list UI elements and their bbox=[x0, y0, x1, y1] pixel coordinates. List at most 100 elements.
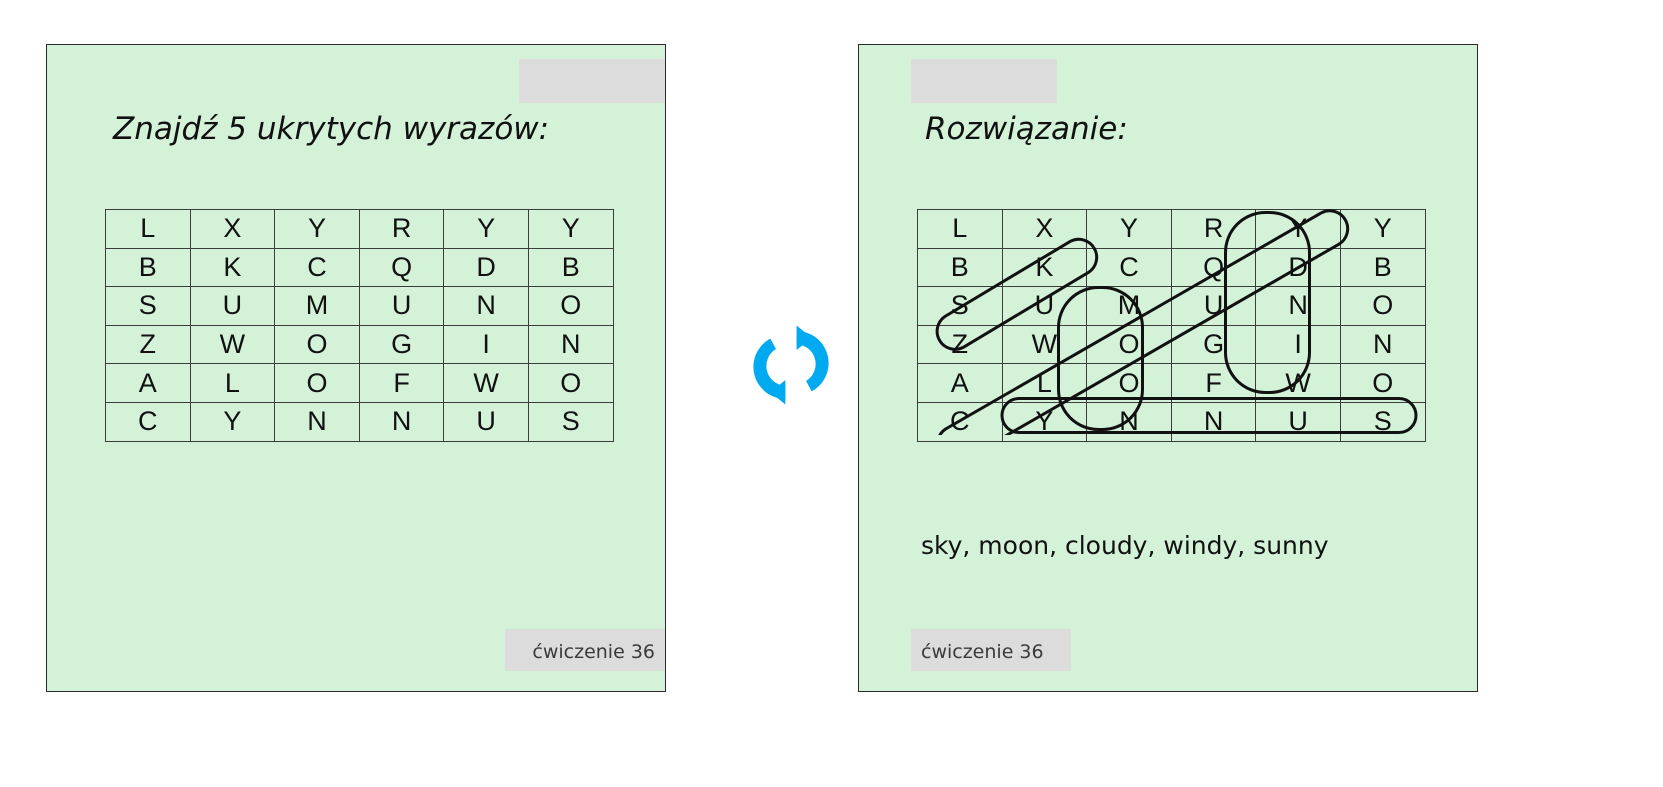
solution-cell-r5c1: Y bbox=[1001, 401, 1088, 442]
solution-cell-r2c2: M bbox=[1086, 286, 1172, 326]
puzzle-cell-r0c0: L bbox=[105, 209, 191, 249]
redaction-block-footer-left bbox=[505, 629, 665, 671]
puzzle-cell-r0c4: Y bbox=[443, 209, 529, 249]
puzzle-cell-r4c2: O bbox=[274, 363, 360, 403]
solution-cell-r3c3: G bbox=[1170, 324, 1257, 365]
puzzle-cell-r3c4: I bbox=[443, 324, 529, 365]
refresh-sync-icon[interactable] bbox=[744, 318, 838, 412]
puzzle-cell-r5c5: S bbox=[527, 401, 614, 442]
solution-cell-r3c2: O bbox=[1086, 324, 1172, 365]
puzzle-cell-r4c4: W bbox=[443, 363, 529, 403]
puzzle-cell-r1c3: Q bbox=[358, 247, 445, 288]
puzzle-cell-r0c1: X bbox=[189, 209, 276, 249]
solution-cell-r5c2: N bbox=[1086, 401, 1172, 442]
exercise-label-right: ćwiczenie 36 bbox=[921, 641, 1044, 663]
puzzle-cell-r5c0: C bbox=[105, 401, 191, 442]
puzzle-cell-r3c0: Z bbox=[105, 324, 191, 365]
solution-cell-r4c0: A bbox=[917, 363, 1003, 403]
puzzle-cell-r1c5: B bbox=[527, 247, 614, 288]
puzzle-cell-r2c3: U bbox=[358, 286, 445, 326]
solution-title: Rozwiązanie: bbox=[925, 111, 1128, 147]
redaction-block-top-right bbox=[911, 59, 1057, 103]
answer-word-list: sky, moon, cloudy, windy, sunny bbox=[921, 531, 1329, 560]
puzzle-cell-r5c1: Y bbox=[189, 401, 276, 442]
puzzle-cell-r2c2: M bbox=[274, 286, 360, 326]
solution-cell-r5c4: U bbox=[1255, 401, 1341, 442]
solution-cell-r4c4: W bbox=[1255, 363, 1341, 403]
puzzle-cell-r5c4: U bbox=[443, 401, 529, 442]
solution-cell-r4c3: F bbox=[1170, 363, 1257, 403]
solution-cell-r1c0: B bbox=[917, 247, 1003, 288]
solution-cell-r4c5: O bbox=[1339, 363, 1426, 403]
solution-cell-r0c2: Y bbox=[1086, 209, 1172, 249]
puzzle-cell-r4c3: F bbox=[358, 363, 445, 403]
puzzle-cell-r3c1: W bbox=[189, 324, 276, 365]
solution-cell-r0c3: R bbox=[1170, 209, 1257, 249]
solution-cell-r5c0: C bbox=[917, 401, 1003, 442]
solution-cell-r3c5: N bbox=[1339, 324, 1426, 365]
puzzle-cell-r5c3: N bbox=[358, 401, 445, 442]
exercise-label-left: ćwiczenie 36 bbox=[532, 641, 655, 663]
solution-cell-r0c5: Y bbox=[1339, 209, 1426, 249]
puzzle-cell-r0c5: Y bbox=[527, 209, 614, 249]
puzzle-title: Znajdź 5 ukrytych wyrazów: bbox=[113, 111, 550, 147]
puzzle-cell-r3c3: G bbox=[358, 324, 445, 365]
puzzle-cell-r2c5: O bbox=[527, 286, 614, 326]
solution-cell-r0c0: L bbox=[917, 209, 1003, 249]
redaction-block-footer-right bbox=[911, 629, 1071, 671]
puzzle-cell-r1c1: K bbox=[189, 247, 276, 288]
puzzle-cell-r1c4: D bbox=[443, 247, 529, 288]
solution-cell-r0c1: X bbox=[1001, 209, 1088, 249]
puzzle-cell-r4c0: A bbox=[105, 363, 191, 403]
solution-cell-r0c4: Y bbox=[1255, 209, 1341, 249]
puzzle-cell-r2c0: S bbox=[105, 286, 191, 326]
solution-cell-r2c4: N bbox=[1255, 286, 1341, 326]
puzzle-cell-r2c1: U bbox=[189, 286, 276, 326]
solution-cell-r2c3: U bbox=[1170, 286, 1257, 326]
solution-cell-r1c5: B bbox=[1339, 247, 1426, 288]
puzzle-cell-r4c5: O bbox=[527, 363, 614, 403]
solution-cell-r3c1: W bbox=[1001, 324, 1088, 365]
solution-cell-r5c5: S bbox=[1339, 401, 1426, 442]
solution-cell-r2c5: O bbox=[1339, 286, 1426, 326]
solution-cell-r3c4: I bbox=[1255, 324, 1341, 365]
solution-cell-r1c1: K bbox=[1001, 247, 1088, 288]
solution-cell-r5c3: N bbox=[1170, 401, 1257, 442]
puzzle-cell-r0c2: Y bbox=[274, 209, 360, 249]
solution-cell-r2c0: S bbox=[917, 286, 1003, 326]
solution-cell-r4c2: O bbox=[1086, 363, 1172, 403]
puzzle-cell-r5c2: N bbox=[274, 401, 360, 442]
redaction-block-top-left bbox=[519, 59, 665, 103]
puzzle-cell-r4c1: L bbox=[189, 363, 276, 403]
solution-cell-r1c2: C bbox=[1086, 247, 1172, 288]
solution-cell-r3c0: Z bbox=[917, 324, 1003, 365]
puzzle-cell-r3c5: N bbox=[527, 324, 614, 365]
puzzle-cell-r1c0: B bbox=[105, 247, 191, 288]
solution-cell-r1c3: Q bbox=[1170, 247, 1257, 288]
puzzle-cell-r1c2: C bbox=[274, 247, 360, 288]
puzzle-cell-r0c3: R bbox=[358, 209, 445, 249]
solution-cell-r1c4: D bbox=[1255, 247, 1341, 288]
puzzle-cell-r3c2: O bbox=[274, 324, 360, 365]
solution-cell-r2c1: U bbox=[1001, 286, 1088, 326]
puzzle-cell-r2c4: N bbox=[443, 286, 529, 326]
solution-cell-r4c1: L bbox=[1001, 363, 1088, 403]
